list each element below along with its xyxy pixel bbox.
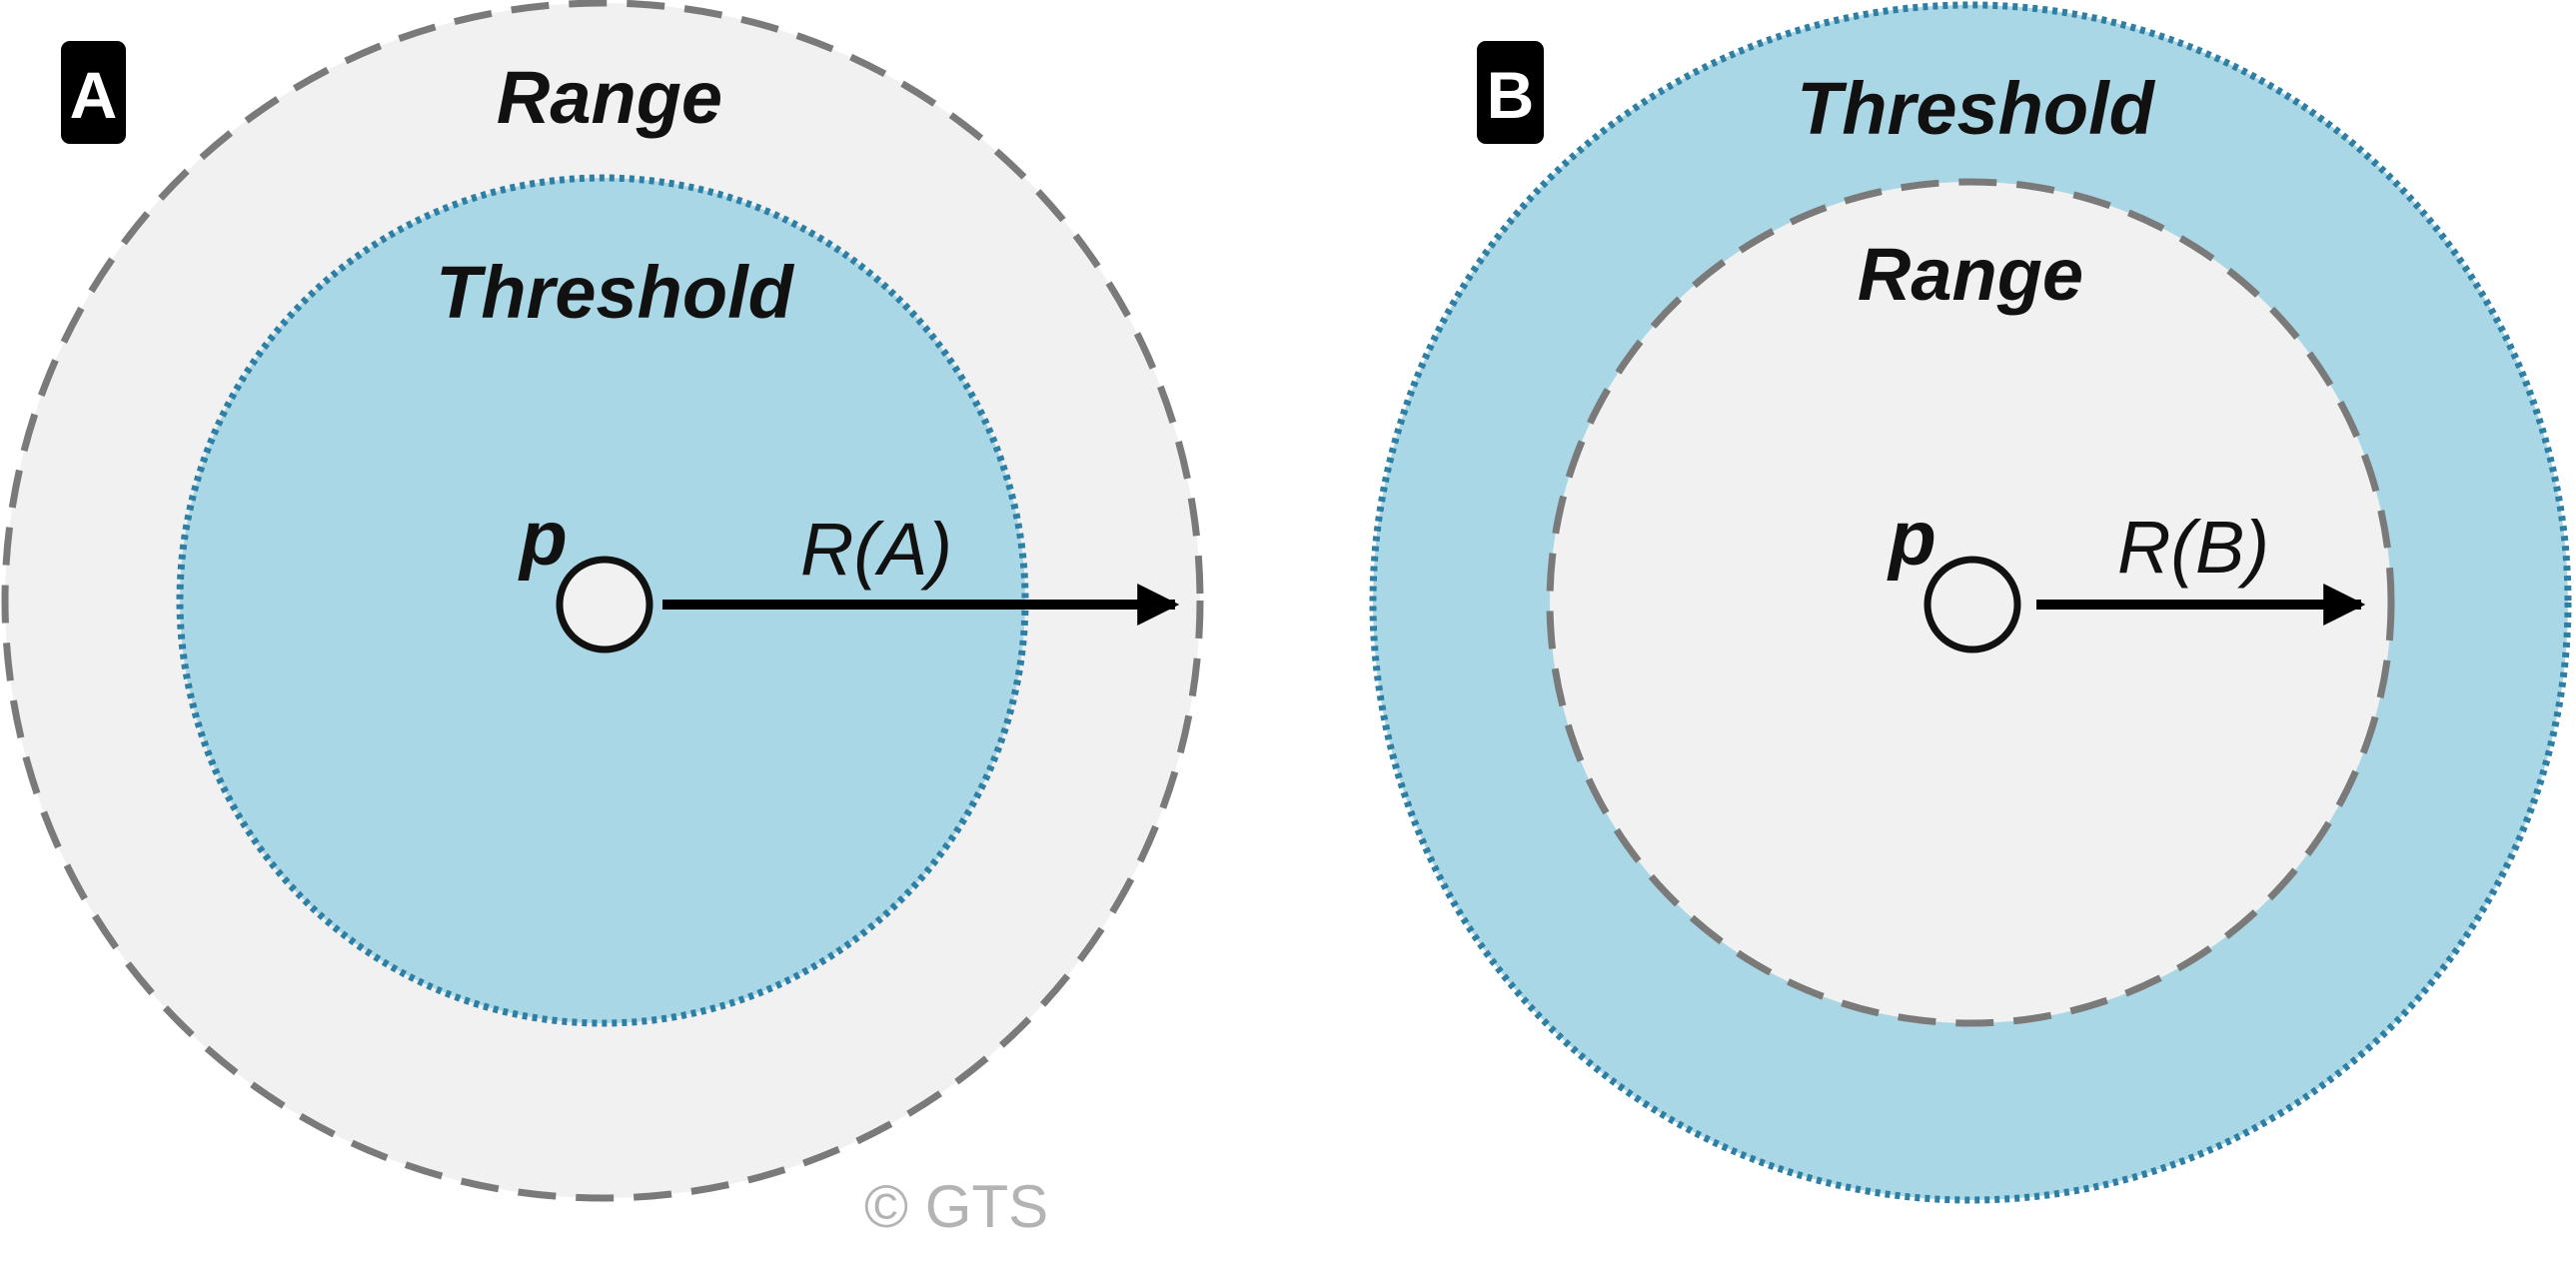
panel-b-threshold-label: Threshold (1797, 67, 2155, 150)
panel-b-point-label: p (1887, 494, 1936, 582)
panel-b: B Threshold Range p R(B) (1369, 1, 2572, 1204)
panel-a-point-label: p (518, 494, 568, 582)
panel-b-badge-box (1477, 41, 1544, 144)
panel-a-threshold-label: Threshold (436, 251, 794, 334)
panel-b-badge: B (1477, 41, 1544, 144)
copyright-mark: © GTS (864, 1173, 1048, 1240)
panel-a-point-marker (556, 556, 653, 653)
panel-b-point-marker (1924, 556, 2021, 653)
panel-b-badge-text: B (1487, 58, 1535, 132)
panel-b-range-label: Range (1858, 233, 2083, 316)
panel-b-radius-label: R(B) (2117, 506, 2269, 589)
panel-a-badge-text: A (70, 58, 118, 132)
panel-a-badge-box (61, 41, 126, 144)
panel-a-range-label: Range (497, 56, 722, 139)
panel-a-radius-label: R(A) (800, 508, 952, 591)
panel-a: A Range Threshold p R(A) (1, 0, 1204, 1202)
panel-a-badge: A (61, 41, 126, 144)
